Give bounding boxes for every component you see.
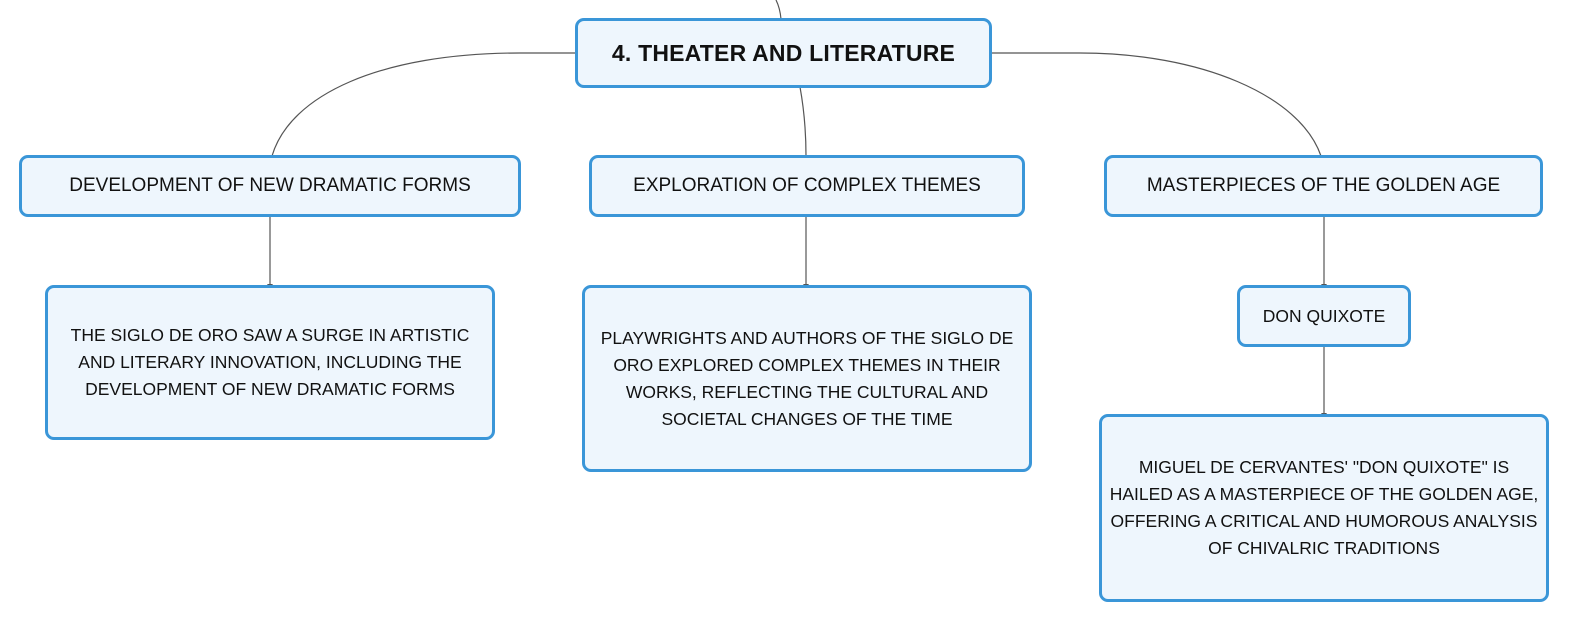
branch-node-masterpieces-of-the-golden-age[interactable]: MASTERPIECES OF THE GOLDEN AGE (1104, 155, 1543, 217)
detail-node-text: PLAYWRIGHTS AND AUTHORS OF THE SIGLO DE … (600, 327, 1014, 429)
branch-node-exploration-of-complex-themes[interactable]: EXPLORATION OF COMPLEX THEMES (589, 155, 1025, 217)
connector-root-to-branch-2 (799, 86, 807, 157)
root-node[interactable]: 4. THEATER AND LITERATURE (575, 18, 992, 88)
branch-node-label: MASTERPIECES OF THE GOLDEN AGE (1146, 175, 1501, 196)
detail-node-text: MIGUEL DE CERVANTES' "DON QUIXOTE" IS HA… (1109, 457, 1539, 558)
detail-node-text: THE SIGLO DE ORO SAW A SURGE IN ARTISTIC… (70, 325, 470, 399)
node-don-quixote[interactable]: DON QUIXOTE (1237, 285, 1411, 347)
detail-node-complex-themes[interactable]: PLAYWRIGHTS AND AUTHORS OF THE SIGLO DE … (582, 285, 1032, 472)
branch-node-label: DEVELOPMENT OF NEW DRAMATIC FORMS (69, 175, 471, 196)
branch-node-development-of-new-dramatic-forms[interactable]: DEVELOPMENT OF NEW DRAMATIC FORMS (19, 155, 521, 217)
don-quixote-label: DON QUIXOTE (1262, 305, 1386, 326)
detail-node-new-dramatic-forms[interactable]: THE SIGLO DE ORO SAW A SURGE IN ARTISTIC… (45, 285, 495, 440)
branch-node-label: EXPLORATION OF COMPLEX THEMES (633, 175, 981, 196)
detail-node-don-quixote[interactable]: MIGUEL DE CERVANTES' "DON QUIXOTE" IS HA… (1099, 414, 1549, 602)
connector-root-to-branch-3 (991, 52, 1322, 157)
connector-root-to-branch-1 (271, 52, 576, 157)
root-node-label: 4. THEATER AND LITERATURE (611, 39, 956, 66)
connector-parent-to-root (775, 0, 782, 20)
